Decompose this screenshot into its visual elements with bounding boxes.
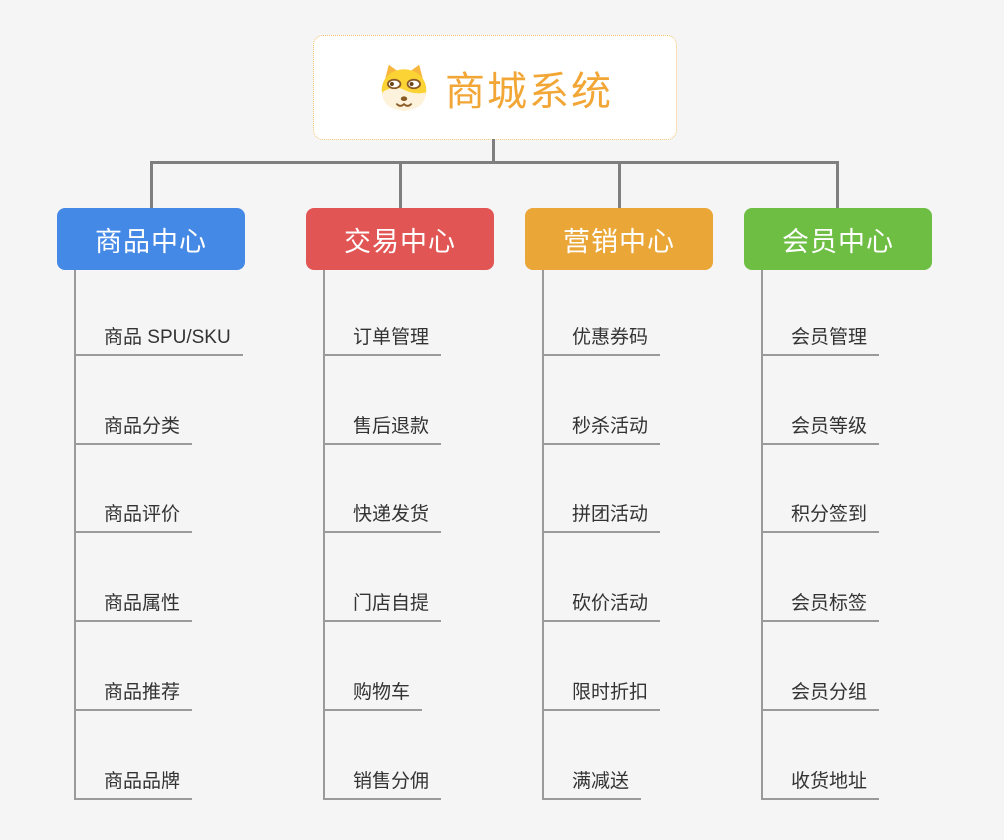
- leaf-node[interactable]: 会员分组: [761, 679, 880, 711]
- leaf-node[interactable]: 会员标签: [761, 590, 880, 622]
- branch-product-center: 商品中心 商品 SPU/SKU 商品分类 商品评价 商品属性 商品推荐 商品品牌: [57, 208, 245, 800]
- branch-rail: [761, 270, 763, 800]
- leaf-node[interactable]: 购物车: [323, 679, 423, 711]
- branch-header-trade[interactable]: 交易中心: [306, 208, 494, 270]
- branch-marketing-center: 营销中心 优惠券码 秒杀活动 拼团活动 砍价活动 限时折扣 满减送: [525, 208, 713, 800]
- leaf-node[interactable]: 商品评价: [74, 501, 193, 533]
- leaf-node[interactable]: 拼团活动: [542, 501, 661, 533]
- leaf-node[interactable]: 快递发货: [323, 501, 442, 533]
- connector-drop-trade: [399, 163, 402, 209]
- branch-rail: [74, 270, 76, 800]
- connector-horizontal: [150, 161, 839, 164]
- connector-drop-marketing: [618, 163, 621, 209]
- doge-face-icon: [377, 63, 431, 113]
- leaf-node[interactable]: 会员管理: [761, 324, 880, 356]
- branch-header-marketing[interactable]: 营销中心: [525, 208, 713, 270]
- leaf-node[interactable]: 优惠券码: [542, 324, 661, 356]
- connector-root-stub: [492, 139, 495, 163]
- leaf-node[interactable]: 限时折扣: [542, 679, 661, 711]
- connector-drop-product: [150, 163, 153, 209]
- leaf-node[interactable]: 门店自提: [323, 590, 442, 622]
- leaf-node[interactable]: 销售分佣: [323, 768, 442, 800]
- leaf-node[interactable]: 砍价活动: [542, 590, 661, 622]
- branch-rail: [542, 270, 544, 800]
- leaf-node[interactable]: 订单管理: [323, 324, 442, 356]
- leaf-node[interactable]: 商品属性: [74, 590, 193, 622]
- leaf-node[interactable]: 会员等级: [761, 413, 880, 445]
- leaf-node[interactable]: 收货地址: [761, 768, 880, 800]
- leaf-node[interactable]: 满减送: [542, 768, 642, 800]
- leaf-node[interactable]: 商品分类: [74, 413, 193, 445]
- leaf-node[interactable]: 商品品牌: [74, 768, 193, 800]
- root-node[interactable]: 商城系统: [313, 35, 677, 140]
- branch-trade-center: 交易中心 订单管理 售后退款 快递发货 门店自提 购物车 销售分佣: [306, 208, 494, 800]
- branch-member-center: 会员中心 会员管理 会员等级 积分签到 会员标签 会员分组 收货地址: [744, 208, 932, 800]
- root-title: 商城系统: [445, 69, 613, 114]
- branch-header-member[interactable]: 会员中心: [744, 208, 932, 270]
- branch-rail: [323, 270, 325, 800]
- leaf-node[interactable]: 积分签到: [761, 501, 880, 533]
- leaf-node[interactable]: 商品 SPU/SKU: [74, 324, 243, 356]
- connector-drop-member: [836, 163, 839, 209]
- leaf-node[interactable]: 商品推荐: [74, 679, 193, 711]
- leaf-node[interactable]: 秒杀活动: [542, 413, 661, 445]
- leaf-node[interactable]: 售后退款: [323, 413, 442, 445]
- branch-header-product[interactable]: 商品中心: [57, 208, 245, 270]
